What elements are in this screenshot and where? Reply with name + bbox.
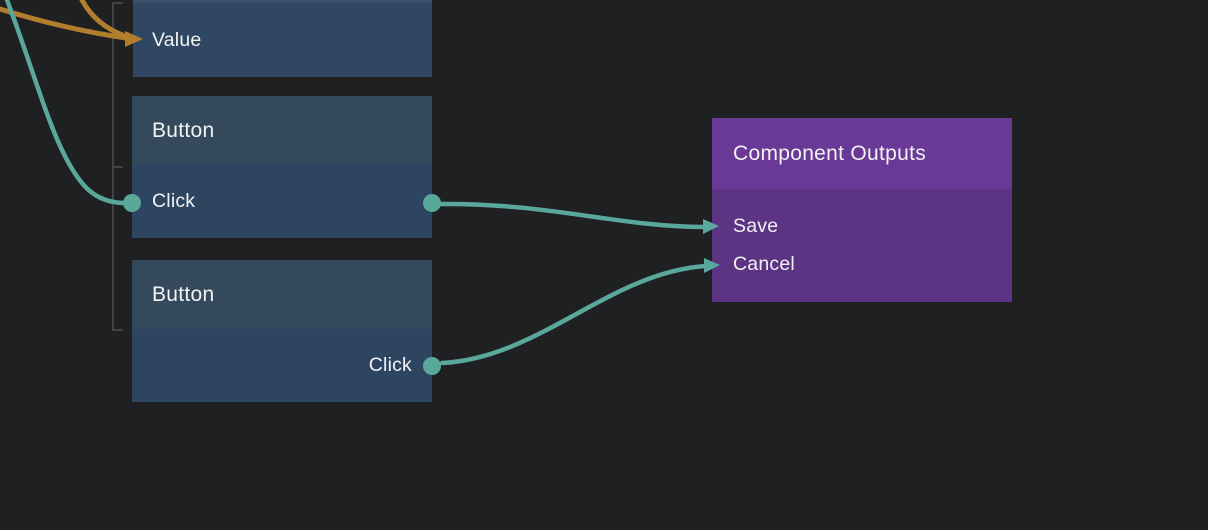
node-value[interactable]: Value: [133, 0, 432, 77]
connection-click2-cancel[interactable]: [439, 263, 709, 366]
connection-click1-save[interactable]: [438, 201, 707, 230]
node-component-outputs-header[interactable]: Component Outputs: [712, 118, 1012, 189]
node-button-1-header[interactable]: Button: [132, 96, 432, 165]
port-label-click-2: Click: [368, 354, 412, 376]
connection-orange-a[interactable]: [0, 6, 129, 41]
port-row-click-2[interactable]: Click: [132, 329, 432, 402]
port-label-save: Save: [733, 214, 779, 237]
node-button-1[interactable]: Button Click: [132, 96, 432, 238]
node-button-2-title: Button: [152, 282, 215, 306]
port-row-save[interactable]: Save: [712, 207, 1012, 245]
connection-teal-incoming[interactable]: [4, 0, 126, 206]
port-row-click-1[interactable]: Click: [132, 165, 432, 238]
hierarchy-bracket-line: [112, 2, 123, 331]
connection-orange-b[interactable]: [79, 0, 128, 39]
port-label-value: Value: [152, 28, 202, 51]
port-row-cancel[interactable]: Cancel: [712, 245, 1012, 283]
node-component-outputs[interactable]: Component Outputs Save Cancel: [712, 118, 1012, 302]
node-button-1-title: Button: [152, 118, 215, 142]
port-label-cancel: Cancel: [733, 252, 795, 275]
node-button-2[interactable]: Button Click: [132, 260, 432, 402]
port-row-value[interactable]: Value: [133, 3, 432, 77]
node-component-outputs-title: Component Outputs: [733, 141, 927, 165]
node-component-outputs-body: Save Cancel: [712, 189, 1012, 283]
node-button-2-header[interactable]: Button: [132, 260, 432, 329]
port-label-click-1: Click: [152, 190, 196, 212]
